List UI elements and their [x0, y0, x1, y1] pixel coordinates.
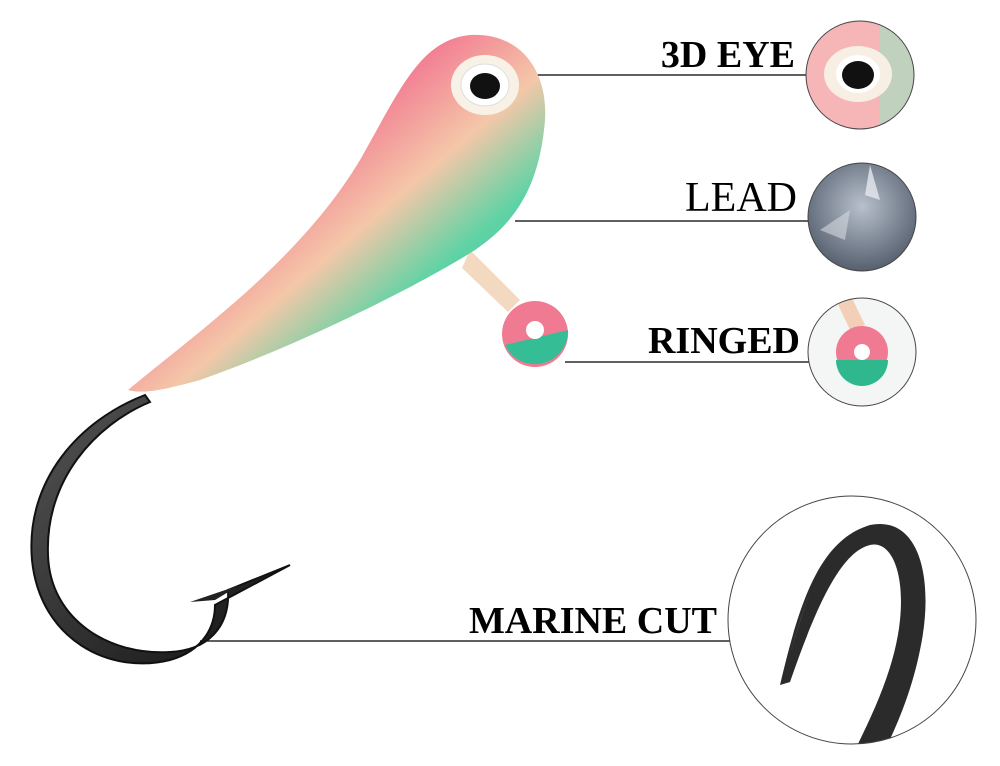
hook-shape [30, 393, 291, 665]
jig-body [128, 34, 546, 392]
hook-detail-circle [727, 495, 977, 745]
jig-eye [451, 55, 519, 115]
label-lead: LEAD [685, 175, 797, 221]
ring-stem [462, 250, 520, 312]
label-3d-eye: 3D EYE [660, 34, 795, 76]
label-marine-cut: MARINE CUT [468, 600, 717, 642]
ringed-detail-circle [807, 297, 917, 407]
lead-detail-circle [807, 162, 917, 272]
eye-detail-circle [805, 20, 915, 130]
label-ringed: RINGED [647, 320, 800, 362]
